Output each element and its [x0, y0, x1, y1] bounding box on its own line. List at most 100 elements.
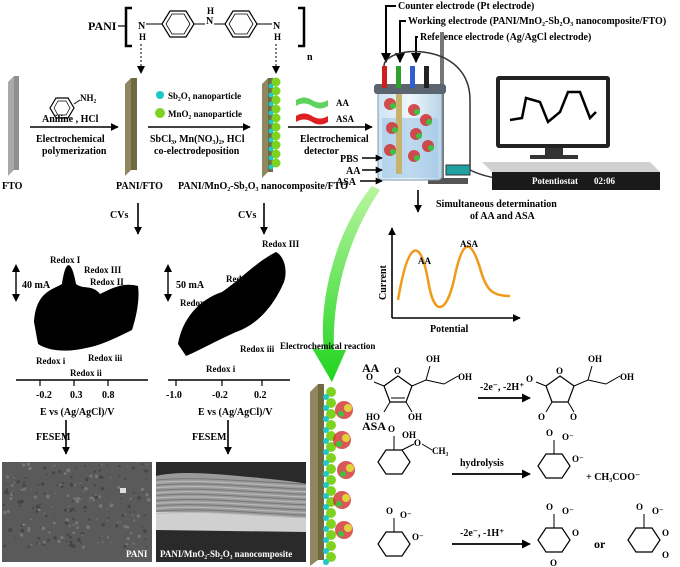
aa-legend-icon [296, 97, 328, 109]
aa-o-1: O [366, 372, 373, 382]
cv1-xlabel: E vs (Ag/AgCl)/V [40, 407, 115, 418]
pani-atom-h2: H [207, 6, 214, 16]
working-electrode-label: Working electrode (PANI/MnO₂-Sb₂O₃ nanoc… [408, 16, 666, 27]
step2-reagent: SbCl₃, Mn(NO₃)₂, HCl [150, 134, 245, 145]
asa-oh: OH [402, 430, 416, 440]
pani-fto-electrode: PANI/FTO [116, 78, 163, 192]
aa-o-2: O [394, 366, 401, 376]
dpv-ylabel: Current [378, 265, 389, 300]
step1-reagent: Aniline , HCl [42, 114, 99, 125]
sal-oneg-1: O⁻ [562, 432, 574, 442]
mno2-legend: MnO₂ nanoparticle [168, 109, 242, 119]
cv2-step-label: CVs [238, 210, 256, 221]
q2-o-2: O [662, 528, 669, 538]
cv1-tick-label: 0.3 [70, 390, 83, 401]
asa-o-2: O [414, 438, 421, 448]
potentiostat-label: Potentiostat [532, 176, 578, 186]
dha-oh-1: OH [588, 354, 602, 364]
aa-oh-3: OH [458, 372, 472, 382]
cv1-tick-label: 0.8 [102, 390, 115, 401]
potentiostat-time: 02:06 [594, 176, 615, 186]
mno2-particle-icon [155, 108, 165, 118]
cv2-redox-II: Redox II [226, 274, 260, 284]
aniline-nh2: NH₂ [80, 93, 97, 103]
aa-reaction: AA O O HO OH OH OH [362, 354, 472, 422]
cv2-redox-I: Redox I [180, 298, 211, 308]
q2-o-3: O [662, 550, 669, 560]
counter-electrode-label: Counter electrode (Pt electrode) [398, 1, 534, 12]
pani-structure: PANI n N H N H N H [88, 6, 313, 74]
pani-atom-n2: N [206, 16, 214, 27]
asa-inlet-label: ASA [336, 177, 357, 188]
simultaneous-label-1: Simultaneous determination [436, 199, 557, 210]
dha-o-3: O [538, 412, 545, 422]
sb2o3-particle-icon [156, 91, 164, 99]
aa-ho: HO [366, 412, 380, 422]
sal-oneg-2: O⁻ [572, 454, 584, 464]
acetate-label: + CH₃COO⁻ [586, 472, 640, 483]
reaction-title: Electrochemical reaction [280, 341, 375, 351]
reaction-electrode [310, 384, 355, 566]
fto-electrode: FTO [2, 76, 23, 192]
sal-o: O [546, 428, 553, 438]
q1-o-1: O [546, 502, 553, 512]
dha-o-1: O [526, 374, 533, 384]
aa-inlet-label: AA [346, 166, 361, 177]
cv1-tick-label: -0.2 [36, 390, 52, 401]
cv2-tick-label: -1.0 [166, 390, 182, 401]
cv1-redox-III: Redox III [84, 265, 122, 275]
sb2o3-legend: Sb₂O₃ nanoparticle [168, 91, 241, 101]
q1-o-3: O [550, 558, 557, 567]
simultaneous-label-2: of AA and ASA [470, 211, 536, 222]
pani-atom-n1: N [138, 21, 146, 32]
cv1-redox-I: Redox I [50, 255, 81, 265]
aa-legend: AA [336, 98, 349, 108]
dha-product: O O O O OH OH [526, 354, 634, 422]
cv2-tick-label: 0.2 [254, 390, 267, 401]
electrochemical-cell: Counter electrode (Pt electrode) Working… [374, 1, 666, 184]
asa-legend: ASA [336, 114, 355, 124]
quinone-product-2: O O⁻ O O [627, 502, 669, 560]
dha-o-2: O [556, 366, 563, 376]
computer [496, 76, 610, 159]
aa-reaction-conditions: -2e⁻, -2H⁺ [480, 382, 524, 393]
cv1-scale: 40 mA [22, 280, 51, 291]
cv1-redox-II: Redox II [90, 277, 124, 287]
aa-reaction-label: AA [362, 361, 380, 375]
cv2-tick-label: -0.2 [212, 390, 228, 401]
pani-atom-h1: H [139, 32, 146, 42]
detector-label-1: Electrochemical [300, 134, 369, 145]
dpv-curve [396, 245, 511, 309]
dha-oh-2: OH [620, 372, 634, 382]
dpv-plot: Current Potential AA ASA [378, 227, 521, 335]
q1-oneg: O⁻ [562, 506, 574, 516]
asa-reaction-label: ASA [362, 419, 386, 433]
reference-electrode-label: Reference electrode (Ag/AgCl electrode) [420, 32, 591, 43]
asa-o-1: O [388, 424, 395, 434]
fesem-image-pani: PANI [2, 462, 152, 562]
dpv-xlabel: Potential [430, 324, 469, 335]
fesem-pani-caption: PANI [126, 549, 148, 559]
q1-o-2: O [572, 528, 579, 538]
salicylate-reactant: O O⁻ O⁻ [377, 506, 424, 557]
asa-reaction: ASA O OH O CH₃ [362, 419, 449, 475]
cv2-xlabel: E vs (Ag/AgCl)/V [198, 407, 273, 418]
step2-process: co-electrodeposition [154, 146, 240, 157]
aa-oh-2: OH [426, 354, 440, 364]
pani-atom-n3: N [273, 21, 281, 32]
detector-label-2: detector [304, 146, 340, 157]
r3-oneg-1: O⁻ [400, 510, 412, 520]
salicylate-product: O O⁻ O⁻ [537, 428, 584, 479]
cv2-plot: 50 mA E vs (Ag/AgCl)/V Redox I Redox II … [164, 239, 300, 418]
cv1-plot: 40 mA E vs (Ag/AgCl)/V Redox I Redox II … [12, 255, 148, 418]
cv1-step-label: CVs [110, 210, 128, 221]
pbs-label: PBS [340, 154, 359, 165]
q2-oneg: O⁻ [652, 506, 664, 516]
fesem-composite-caption: PANI/MnO₂-Sb₂O₃ nanocomposite [160, 549, 292, 559]
fesem-label-1: FESEM [36, 432, 71, 443]
r3-conditions: -2e⁻, -1H⁺ [460, 528, 504, 539]
fto-label: FTO [2, 181, 23, 192]
step1-process-1: Electrochemical [36, 134, 105, 145]
cv1-redox-ii: Redox ii [70, 368, 102, 378]
fesem-image-composite: PANI/MnO₂-Sb₂O₃ nanocomposite [155, 462, 307, 562]
